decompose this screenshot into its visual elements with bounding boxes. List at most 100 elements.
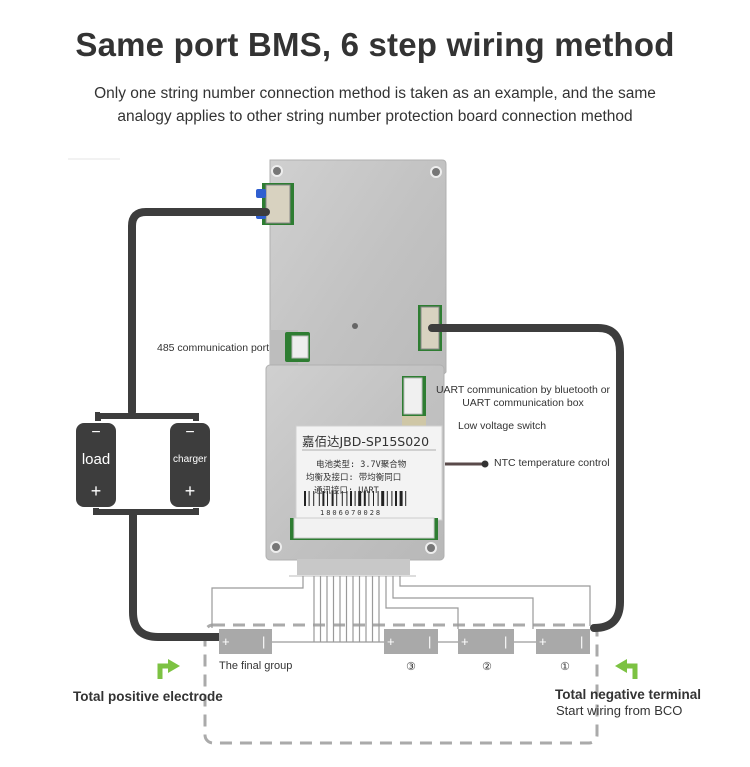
charger-minus: −	[185, 424, 195, 441]
wire-total-negative	[428, 324, 624, 632]
subtitle-line-1: Only one string number connection method…	[94, 85, 656, 102]
balance-wire	[385, 576, 459, 629]
barcode-bar	[308, 491, 310, 506]
mount-hole-icon	[352, 323, 358, 329]
label-low-voltage-switch: Low voltage switch	[458, 420, 547, 432]
cell-body	[536, 629, 590, 654]
total-negative-sub: Start wiring from BCO	[556, 703, 683, 718]
total-negative-label: Total negative terminal	[555, 687, 702, 702]
board-model: 嘉佰达JBD-SP15S020	[302, 434, 430, 449]
label-uart-line-2: UART communication box	[462, 397, 584, 409]
barcode-bar	[341, 491, 343, 506]
balance-wire	[211, 576, 304, 628]
cell-minus: |	[504, 634, 507, 649]
cell-label-final: The final group	[219, 660, 293, 672]
mount-hole-icon	[430, 166, 442, 178]
barcode-bar	[363, 491, 366, 506]
balance-plug	[297, 559, 410, 575]
wire-total-positive	[129, 510, 224, 641]
balance-connector	[293, 517, 435, 539]
barcode-bar	[368, 491, 370, 506]
arrow-right-icon	[157, 663, 170, 679]
label-485-port: 485 communication port	[157, 342, 270, 354]
barcode	[304, 491, 407, 506]
barcode-bar	[377, 491, 379, 506]
total-positive-label: Total positive electrode	[73, 689, 223, 704]
board-spec-2: 均衡及接口: 带均衡同口	[306, 473, 402, 483]
label-uart: UART communication by bluetooth or UART …	[432, 384, 614, 410]
cell-minus: |	[428, 634, 431, 649]
cell-body	[384, 629, 438, 654]
page-subtitle: Only one string number connection method…	[0, 82, 750, 128]
barcode-bar	[313, 491, 315, 506]
label-ntc: NTC temperature control	[494, 457, 610, 469]
barcode-bar	[358, 491, 362, 506]
cell-plus: +	[539, 634, 547, 649]
bms-board	[256, 159, 447, 561]
cell-plus: +	[222, 634, 230, 649]
barcode-bar	[381, 491, 385, 506]
uart-connector	[403, 377, 423, 415]
cell-minus: |	[580, 634, 583, 649]
barcode-bar	[331, 491, 334, 506]
barcode-bar	[373, 491, 374, 506]
barcode-bar	[322, 491, 325, 506]
page-title: Same port BMS, 6 step wiring method	[75, 26, 675, 63]
balance-wires	[211, 576, 591, 642]
load-label: load	[81, 451, 111, 468]
barcode-bar	[399, 491, 403, 506]
battery-pack-outline	[203, 623, 599, 745]
load-plus: +	[90, 481, 102, 501]
battery-cell: +|	[219, 629, 272, 654]
load-body	[76, 423, 116, 507]
subtitle-line-2: analogy applies to other string number p…	[117, 108, 633, 125]
mount-hole-icon	[271, 165, 283, 177]
board-spec-1: 电池类型: 3.7V聚合物	[316, 460, 407, 470]
cell-label-3: ③	[406, 661, 416, 673]
arrow-head-icon	[168, 659, 180, 673]
barcode-bar	[405, 491, 407, 506]
barcode-bar	[395, 491, 397, 506]
cell-label-1: ①	[560, 661, 570, 673]
mount-hole-icon	[270, 541, 282, 553]
barcode-bar	[354, 491, 356, 506]
barcode-bar	[346, 491, 348, 506]
cell-label-2: ②	[482, 661, 492, 673]
battery-cell: +|	[458, 629, 514, 654]
charger-label: charger	[173, 454, 207, 465]
wire-load-charger-top	[95, 412, 199, 421]
cell-minus: |	[262, 634, 265, 649]
charger-body	[170, 423, 210, 507]
wire-load-charger-bottom	[93, 508, 199, 515]
board-spec-3: 通讯接口: UART	[314, 486, 379, 496]
battery-cell: +|	[536, 629, 590, 654]
arrow-left-icon	[625, 663, 638, 679]
cell-body	[458, 629, 514, 654]
port-485-connector	[291, 335, 309, 359]
wire-p-minus	[128, 208, 270, 416]
cell-body	[219, 629, 272, 654]
balance-wire	[392, 576, 534, 629]
cells: +|+|+|+|	[219, 629, 590, 654]
cell-plus: +	[387, 634, 395, 649]
battery-cell: +|	[384, 629, 438, 654]
barcode-bar	[318, 491, 320, 506]
load-minus: −	[91, 424, 101, 441]
terminal-b-screw	[265, 184, 291, 224]
label-uart-line-1: UART communication by bluetooth or	[435, 384, 611, 396]
arrow-head-icon	[615, 659, 627, 673]
barcode-bar	[386, 491, 388, 506]
board-serial: 1806070028	[320, 509, 383, 517]
charger-plus: +	[184, 481, 196, 501]
barcode-bar	[304, 491, 306, 506]
mount-hole-icon	[425, 542, 437, 554]
balance-wire	[399, 576, 591, 626]
ntc-dot-icon	[481, 460, 489, 468]
barcode-bar	[336, 491, 338, 506]
barcode-bar	[391, 491, 393, 506]
cell-plus: +	[461, 634, 469, 649]
barcode-bar	[327, 491, 328, 506]
barcode-bar	[350, 491, 352, 506]
blue-wire-icon	[256, 189, 266, 198]
